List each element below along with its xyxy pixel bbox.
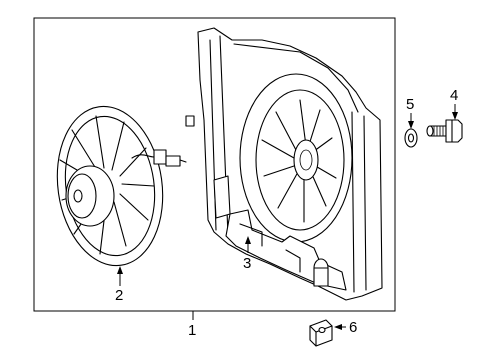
nut-part [404, 128, 418, 148]
callout-2: 2 [115, 287, 123, 304]
leader-lines [117, 104, 458, 330]
fan-motor-part [56, 105, 187, 267]
bolt-part [426, 119, 463, 143]
clip-nut-part [309, 319, 333, 347]
callout-6: 6 [349, 319, 357, 336]
callout-5: 5 [406, 96, 414, 113]
callout-3: 3 [243, 255, 251, 272]
callout-1: 1 [188, 322, 196, 339]
shroud-part [185, 27, 383, 301]
assembly-frame [33, 17, 396, 312]
callout-4: 4 [450, 87, 458, 104]
